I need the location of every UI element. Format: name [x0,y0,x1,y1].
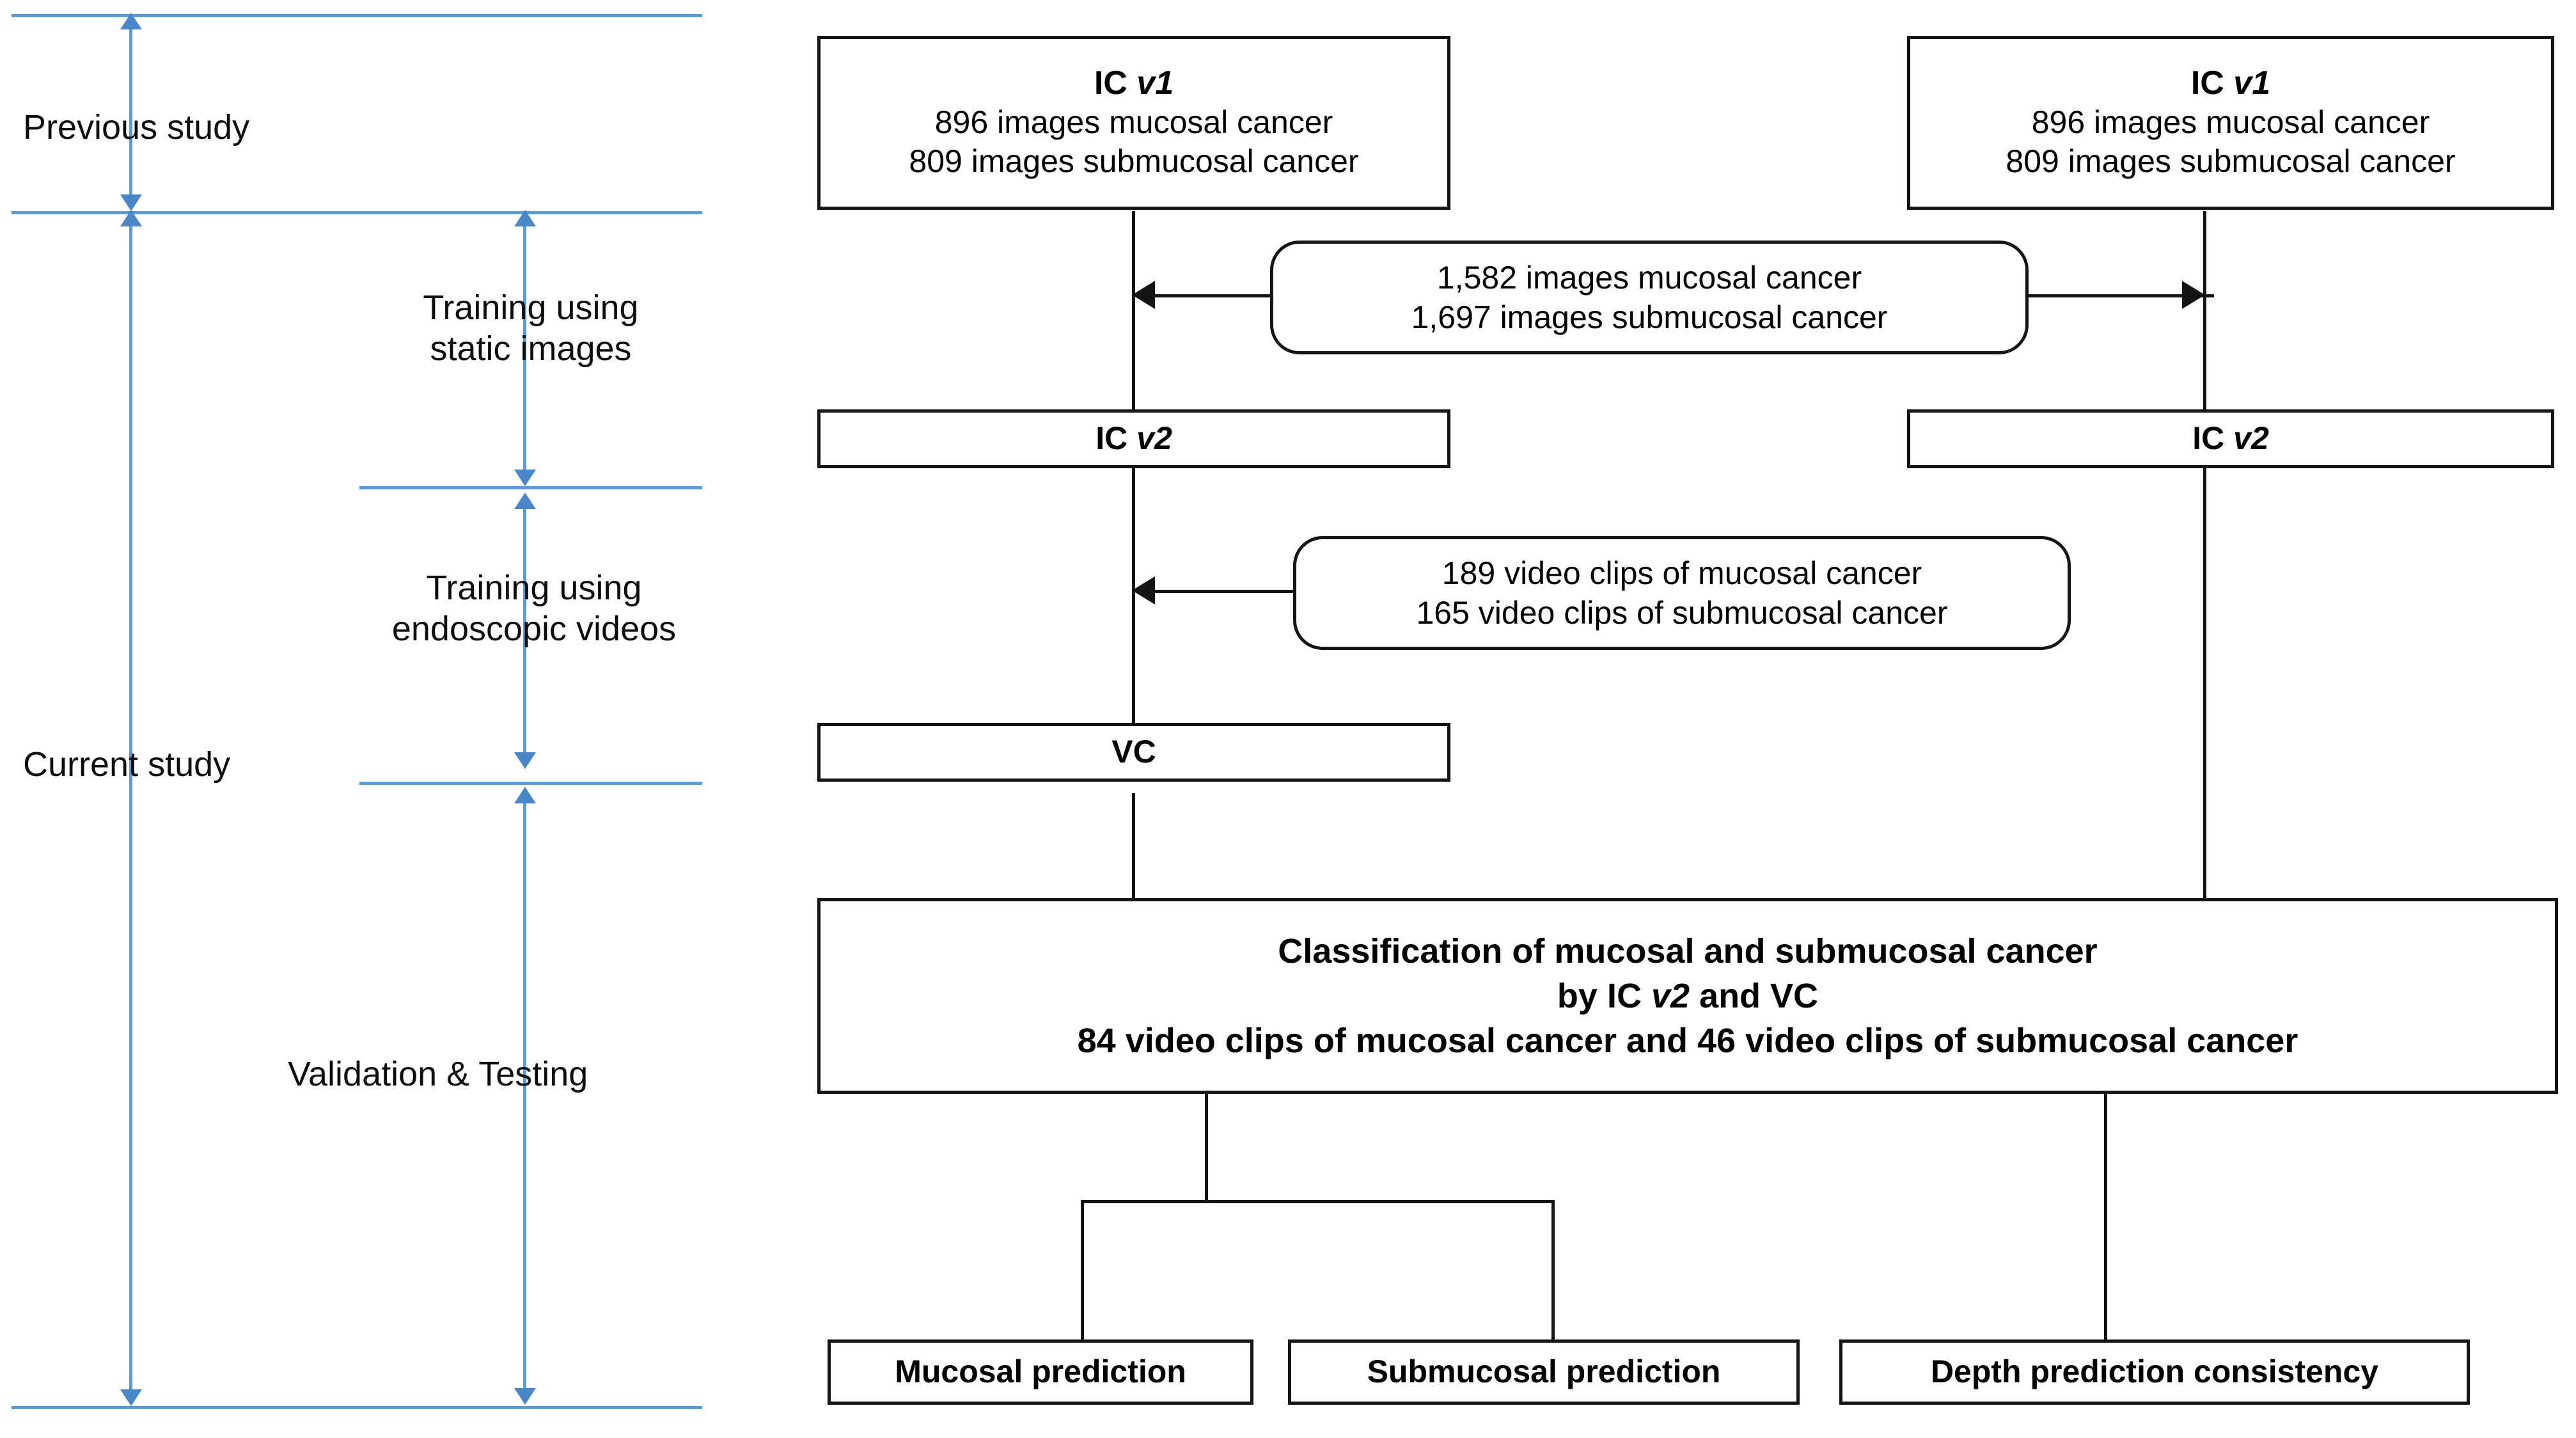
axis-rule-stage-2 [359,782,702,785]
axis-label-training-static: Training using static images [358,288,703,369]
axis-label-training-static-line2: static images [430,329,632,368]
node-ic-v1-left[interactable]: IC v1 896 images mucosal cancer 809 imag… [817,36,1450,210]
connector-callout-video-left [1142,590,1296,593]
connector-split-to-submucosal [1551,1200,1555,1342]
node-ic-v2-left[interactable]: IC v2 [817,409,1450,468]
node-classification-line3: 84 video clips of mucosal cancer and 46 … [1077,1022,2298,1061]
axis-arrowhead-validation-bottom [514,1388,536,1405]
axis-label-training-video: Training using endoscopic videos [301,568,767,649]
connector-callout-static-left [1142,294,1270,297]
connector-split-to-mucosal [1081,1200,1084,1342]
axis-arrowhead-validation-top [514,787,536,803]
node-ic-v2-left-title: IC v2 [1096,420,1172,457]
node-classification-line1: Classification of mucosal and submucosal… [1278,931,2098,970]
node-ic-v1-right-title-version: v1 [2233,65,2271,102]
axis-rule-bottom [12,1406,702,1409]
connector-icv2-right-to-classification [2203,467,2206,902]
connector-classification-down-left [1205,1094,1208,1203]
axis-line-validation-testing [523,800,526,1395]
axis-line-previous-study [129,26,132,200]
connector-split-bar [1081,1200,1554,1203]
callout-video-clips-line2: 165 video clips of submucosal cancer [1416,595,1948,631]
connector-icv1-to-icv2-left [1132,211,1135,409]
node-ic-v2-right[interactable]: IC v2 [1907,409,2554,468]
axis-label-validation-testing: Validation & Testing [288,1055,588,1093]
arrowhead-callout-video-left [1132,576,1155,604]
node-ic-v1-right-line1: 896 images mucosal cancer [2031,104,2430,140]
axis-arrowhead-current-top [120,210,142,226]
node-ic-v2-right-title-version: v2 [2233,420,2269,457]
callout-video-clips[interactable]: 189 video clips of mucosal cancer 165 vi… [1293,536,2071,650]
axis-arrowhead-static-top [514,210,536,226]
axis-label-training-static-line1: Training using [423,288,639,327]
axis-rule-stage-1 [359,486,702,489]
node-ic-v2-left-title-version: v2 [1136,420,1172,457]
node-depth-prediction-consistency-label: Depth prediction consistency [1930,1354,2379,1390]
connector-icv1-to-icv2-right [2203,211,2206,409]
node-ic-v1-right-line2: 809 images submucosal cancer [2006,143,2456,179]
node-ic-v2-left-title-main: IC [1096,420,1137,457]
node-classification[interactable]: Classification of mucosal and submucosal… [817,898,2558,1094]
node-ic-v1-left-title-version: v1 [1136,65,1174,102]
axis-line-training-static [523,223,526,477]
connector-classification-to-depth [2104,1094,2107,1342]
connector-vc-to-classification [1132,793,1135,902]
callout-static-images[interactable]: 1,582 images mucosal cancer 1,697 images… [1270,241,2029,354]
node-vc-title: VC [1111,734,1156,771]
node-classification-line2-post: and VC [1690,976,1819,1015]
node-ic-v1-right-title: IC v1 [2191,65,2270,103]
node-mucosal-prediction[interactable]: Mucosal prediction [828,1339,1253,1405]
node-vc-title-main: VC [1111,734,1156,770]
axis-rule-phase-divider [12,211,702,214]
node-submucosal-prediction-label: Submucosal prediction [1367,1354,1721,1390]
axis-arrowhead-static-bottom [514,470,536,486]
axis-rule-top [12,14,702,17]
callout-static-images-line1: 1,582 images mucosal cancer [1436,260,1862,296]
callout-static-images-line2: 1,697 images submucosal cancer [1411,299,1888,335]
axis-arrowhead-video-bottom [514,752,536,769]
node-ic-v2-right-title: IC v2 [2192,420,2269,457]
axis-line-current-study [129,223,132,1396]
node-ic-v1-left-line1: 896 images mucosal cancer [934,104,1333,140]
connector-callout-static-right [2029,294,2214,297]
axis-line-training-video [523,505,526,760]
node-ic-v1-left-title-main: IC [1094,65,1137,102]
node-classification-line2: by IC v2 and VC [1557,974,1818,1018]
node-ic-v1-left-title: IC v1 [1094,65,1174,103]
node-vc[interactable]: VC [817,723,1450,782]
arrowhead-callout-static-left [1132,281,1155,309]
node-ic-v1-left-line2: 809 images submucosal cancer [909,143,1359,179]
axis-label-training-video-line1: Training using [426,569,642,607]
axis-arrowhead-previous-top [120,13,142,29]
node-ic-v2-right-title-main: IC [2192,420,2234,457]
axis-arrowhead-previous-bottom [120,194,142,211]
axis-label-previous-study: Previous study [23,108,250,146]
node-ic-v1-right-title-main: IC [2190,65,2234,102]
node-depth-prediction-consistency[interactable]: Depth prediction consistency [1839,1339,2470,1405]
axis-arrowhead-current-bottom [120,1389,142,1406]
node-mucosal-prediction-label: Mucosal prediction [895,1354,1186,1390]
node-classification-line2-version: v2 [1651,976,1690,1015]
axis-label-training-video-line2: endoscopic videos [391,609,677,648]
axis-arrowhead-video-top [514,493,536,509]
node-classification-line2-pre: by IC [1557,976,1651,1015]
axis-label-current-study: Current study [23,745,231,784]
node-submucosal-prediction[interactable]: Submucosal prediction [1288,1339,1800,1405]
callout-video-clips-line1: 189 video clips of mucosal cancer [1441,555,1922,591]
arrowhead-callout-static-right [2182,281,2205,309]
node-ic-v1-right[interactable]: IC v1 896 images mucosal cancer 809 imag… [1907,36,2554,210]
